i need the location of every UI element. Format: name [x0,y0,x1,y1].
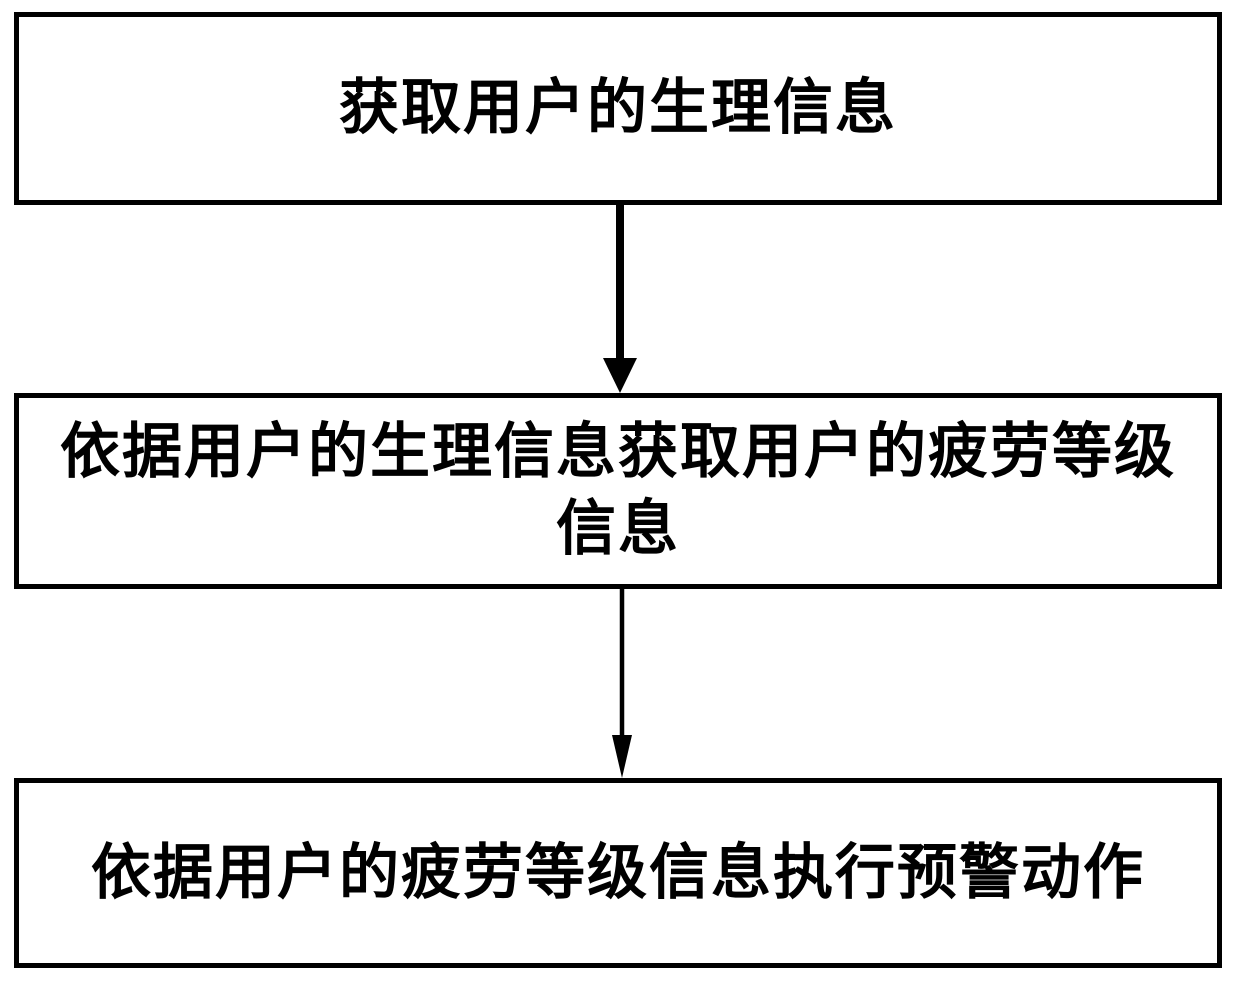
flow-step-2-label: 依据用户的生理信息获取用户的疲劳等级信息 [60,418,1176,562]
flow-step-1: 获取用户的生理信息 [14,12,1222,205]
flow-step-3: 依据用户的疲劳等级信息执行预警动作 [14,778,1222,968]
arrow-down-icon-2 [612,589,632,778]
flow-step-3-label: 依据用户的疲劳等级信息执行预警动作 [91,838,1145,906]
arrow-down-icon-1 [603,204,637,393]
flow-step-1-label: 获取用户的生理信息 [339,74,897,142]
flow-step-2: 依据用户的生理信息获取用户的疲劳等级信息 [14,393,1222,589]
